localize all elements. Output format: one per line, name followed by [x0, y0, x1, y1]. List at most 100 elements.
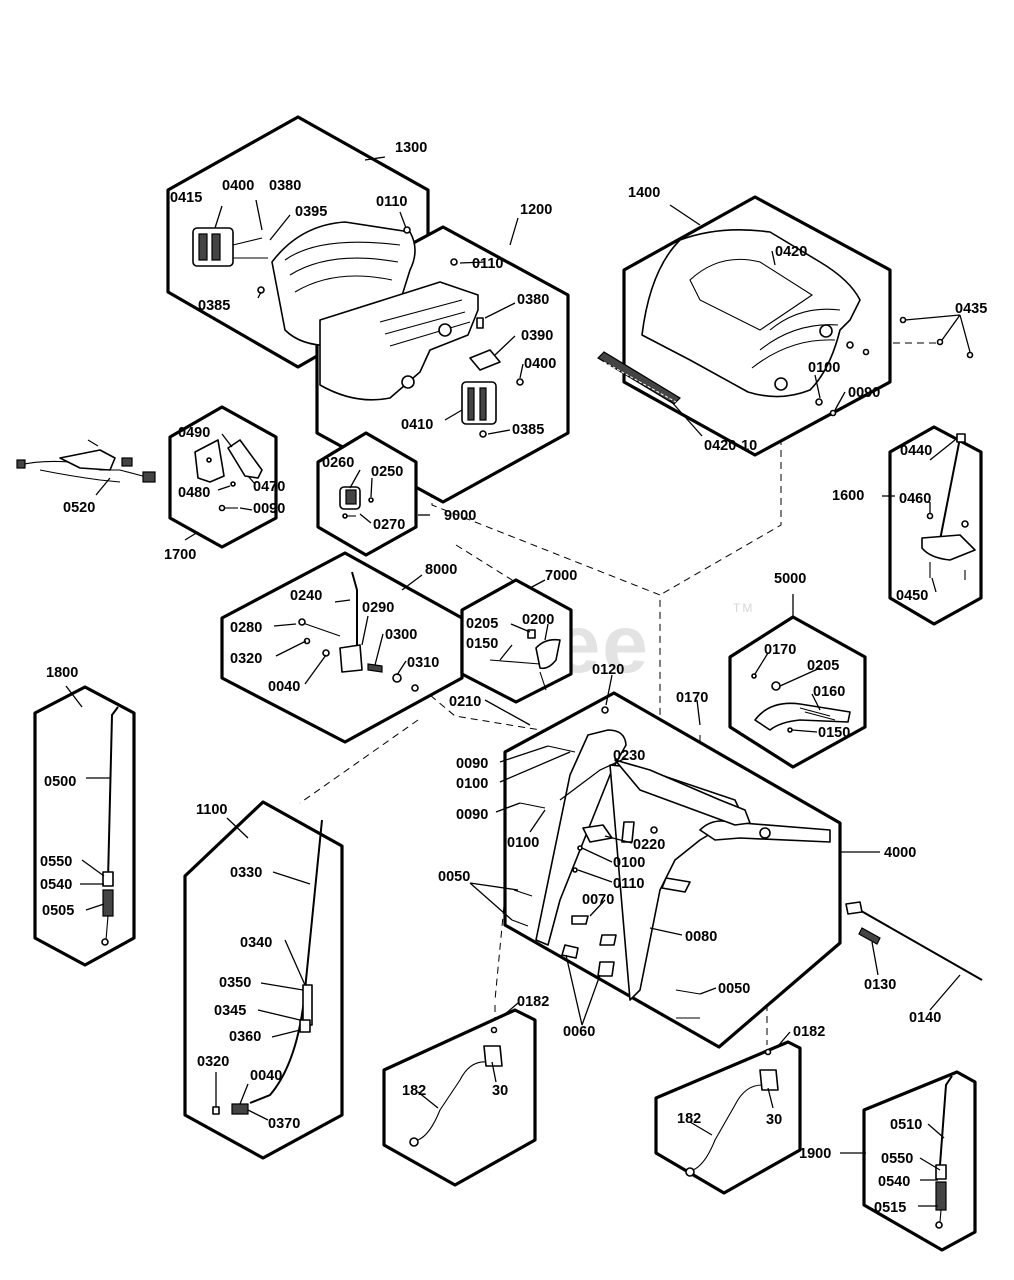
part-label: 0040 — [268, 679, 300, 695]
part-label: 0210 — [449, 694, 481, 710]
group-label-1800: 1800 — [46, 665, 78, 681]
part-label: 0385 — [198, 298, 230, 314]
part-label: 0385 — [512, 422, 544, 438]
part-label: 30 — [766, 1112, 782, 1128]
part-label: 0360 — [229, 1029, 261, 1045]
part-label: 0515 — [874, 1200, 906, 1216]
part-label: 0050 — [718, 981, 750, 997]
part-label: 0390 — [521, 328, 553, 344]
part-label: 0550 — [40, 854, 72, 870]
part-label: 182 — [677, 1111, 701, 1127]
cable-1900-drawing — [935, 1075, 953, 1229]
part-label: 0250 — [371, 464, 403, 480]
part-label: 0500 — [44, 774, 76, 790]
part-label: 0130 — [864, 977, 896, 993]
group-label-0182a: 0182 — [517, 994, 549, 1010]
part-label: 0370 — [268, 1116, 300, 1132]
part-label: 0415 — [170, 190, 202, 206]
housing-1200-drawing — [319, 258, 524, 438]
part-label: 0400 — [524, 356, 556, 372]
part-label: 0490 — [178, 425, 210, 441]
part-label: 0440 — [900, 443, 932, 459]
group-labels: 1300 1200 1400 1700 9000 1600 8000 7000 … — [46, 140, 916, 1162]
group-label-1300: 1300 — [395, 140, 427, 156]
part-label: 0290 — [362, 600, 394, 616]
link-0182b-drawing — [685, 1048, 779, 1177]
part-label: 0310 — [407, 655, 439, 671]
part-label: 0320 — [230, 651, 262, 667]
part-label: 0090 — [848, 385, 880, 401]
part-label: 0350 — [219, 975, 251, 991]
part-label: 0550 — [881, 1151, 913, 1167]
part-label: 0080 — [685, 929, 717, 945]
part-label: 0110 — [376, 194, 407, 210]
group-label-9000: 9000 — [444, 508, 476, 524]
group-label-0182b: 0182 — [793, 1024, 825, 1040]
group-1600-outline — [888, 425, 983, 626]
part-label: 0380 — [269, 178, 301, 194]
part-label: 0090 — [456, 807, 488, 823]
lever-8000-drawing — [298, 571, 419, 692]
part-label: 0160 — [813, 684, 845, 700]
part-label: 0220 — [633, 837, 665, 853]
part-label: 30 — [492, 1083, 508, 1099]
part-7000-drawing — [489, 629, 561, 691]
simplicity-decal-icon — [597, 351, 681, 405]
part-label: 0400 — [222, 178, 254, 194]
part-label: 0470 — [253, 479, 285, 495]
part-label: 0420-10 — [704, 438, 757, 454]
group-label-1600: 1600 — [832, 488, 864, 504]
part-label: 0300 — [385, 627, 417, 643]
part-label: 0505 — [42, 903, 74, 919]
screws-0435 — [899, 316, 974, 359]
group-1100-outline — [183, 800, 344, 1160]
shaft-1600-drawing — [921, 433, 976, 580]
part-label: 0050 — [438, 869, 470, 885]
part-label: 0480 — [178, 485, 210, 501]
switch-9000-drawing — [339, 486, 374, 519]
part-label: 0395 — [295, 204, 327, 220]
group-9000-outline — [316, 431, 418, 557]
part-label: 0320 — [197, 1054, 229, 1070]
group-label-5000: 5000 — [774, 571, 806, 587]
part-label: 0410 — [401, 417, 433, 433]
part-label: 0230 — [613, 748, 645, 764]
link-0182a-drawing — [409, 1026, 503, 1147]
group-1800-outline — [33, 685, 136, 967]
part-label: 0150 — [818, 725, 850, 741]
part-label: 0090 — [253, 501, 285, 517]
part-label: 0380 — [517, 292, 549, 308]
wire-harness-0520 — [16, 439, 156, 483]
group-5000-outline — [728, 615, 867, 769]
part-label: 0240 — [290, 588, 322, 604]
part-label: 0140 — [909, 1010, 941, 1026]
leader-lines — [65, 156, 971, 1207]
cable-1800-drawing — [101, 706, 119, 946]
group-label-4000: 4000 — [884, 845, 916, 861]
part-label: 0040 — [250, 1068, 282, 1084]
group-label-1400: 1400 — [628, 185, 660, 201]
part-label: 0420 — [775, 244, 807, 260]
part-label: 0110 — [472, 256, 503, 272]
group-1900-outline — [862, 1070, 977, 1252]
group-label-1700: 1700 — [164, 547, 196, 563]
part-label: 0340 — [240, 935, 272, 951]
watermark-tm: TM — [733, 601, 754, 615]
group-label-7000: 7000 — [545, 568, 577, 584]
part-label: 0070 — [582, 892, 614, 908]
part-labels: 0415 0400 0380 0395 0110 0385 0110 0380 … — [40, 178, 987, 1216]
group-label-8000: 8000 — [425, 562, 457, 578]
part-label: 0330 — [230, 865, 262, 881]
part-label: 0205 — [807, 658, 839, 674]
group-7000-outline — [460, 578, 573, 704]
part-label: 0150 — [466, 636, 498, 652]
part-label: 0060 — [563, 1024, 595, 1040]
part-label: 0540 — [40, 877, 72, 893]
part-label: 0100 — [456, 776, 488, 792]
part-label: 0435 — [955, 301, 987, 317]
part-label: 0450 — [896, 588, 928, 604]
part-label: 0205 — [466, 616, 498, 632]
part-label: 0260 — [322, 455, 354, 471]
